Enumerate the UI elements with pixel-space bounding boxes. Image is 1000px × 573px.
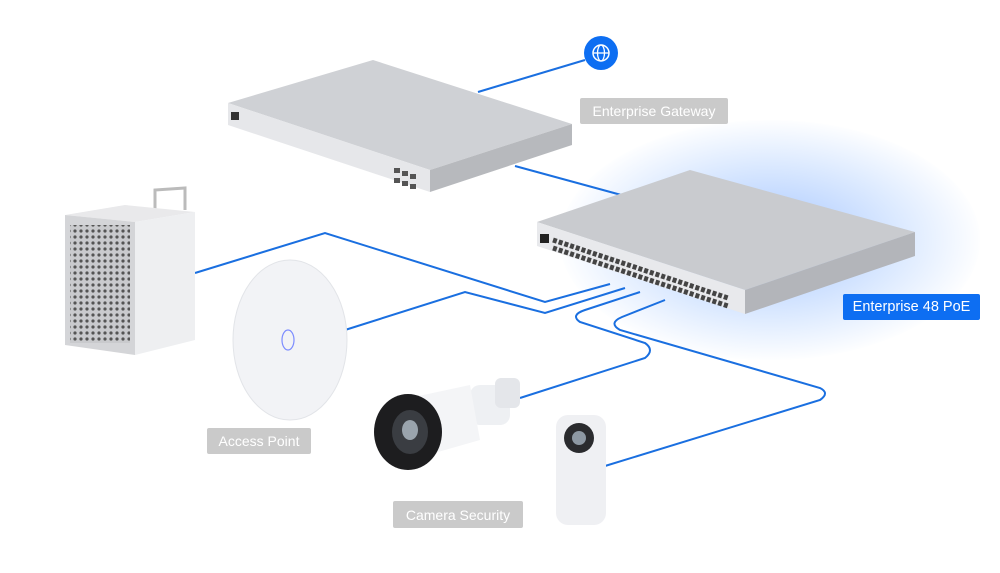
gateway-device bbox=[228, 60, 572, 192]
globe-icon bbox=[584, 36, 618, 70]
camera-label: Camera Security bbox=[393, 501, 523, 528]
access-point-label: Access Point bbox=[207, 428, 311, 454]
cable-internet-gateway bbox=[477, 59, 586, 93]
compact-camera-device bbox=[556, 415, 606, 525]
gateway-label: Enterprise Gateway bbox=[580, 98, 728, 124]
switch-device bbox=[537, 170, 915, 314]
server-device bbox=[65, 186, 195, 355]
cable-gateway-switch bbox=[514, 165, 626, 197]
cable-server-switch bbox=[194, 231, 611, 304]
cable-doorbell-switch bbox=[604, 299, 826, 467]
access-point-device bbox=[232, 259, 348, 421]
bullet-camera-device bbox=[374, 378, 520, 470]
switch-label: Enterprise 48 PoE bbox=[843, 294, 980, 320]
cable-camera-switch bbox=[519, 291, 651, 399]
cable-ap-switch bbox=[344, 287, 626, 331]
cables bbox=[194, 59, 826, 467]
